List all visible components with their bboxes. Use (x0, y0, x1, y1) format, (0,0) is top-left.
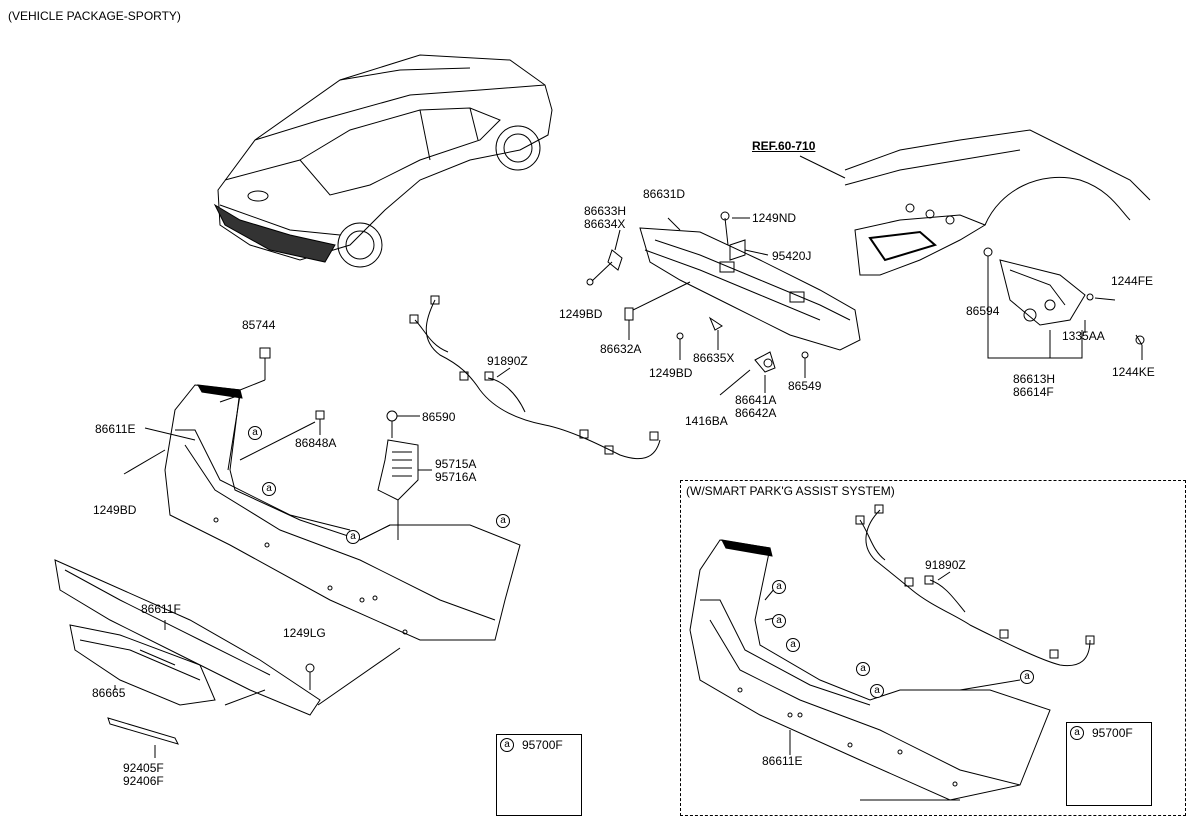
part-label: 86635X (693, 351, 735, 365)
part-label: 95716A (435, 470, 477, 484)
vehicle-package-title: (VEHICLE PACKAGE-SPORTY) (8, 9, 181, 23)
ref-label: REF.60-710 (752, 139, 816, 153)
part-label: 86594 (966, 304, 1000, 318)
part-label: 86590 (422, 410, 456, 424)
part-label: 1249LG (283, 626, 326, 640)
part-label: 86611F (141, 602, 181, 616)
part-label: 1249BD (559, 307, 603, 321)
part-label: 1244FE (1111, 274, 1154, 288)
callout-a: a (856, 662, 870, 676)
part-label: 92405F (123, 761, 164, 775)
part-label: 86633H (584, 204, 627, 218)
part-label: 86611E (762, 754, 803, 768)
lower-valance (54, 559, 401, 758)
part-label: 91890Z (925, 558, 966, 572)
part-label: 86614F (1013, 385, 1054, 399)
part-label: 86613H (1013, 372, 1056, 386)
part-label: 95715A (435, 457, 477, 471)
part-label: 86632A (600, 342, 642, 356)
part-label: 1335AA (1062, 329, 1105, 343)
part-label: 95420J (772, 249, 812, 263)
wiring-harness (409, 295, 661, 460)
part-label: 86665 (92, 686, 126, 700)
callout-a: a (772, 580, 786, 594)
option-wiring-harness (855, 504, 1095, 667)
part-label: 86631D (643, 187, 686, 201)
callout-a: a (1070, 726, 1084, 740)
part-label: 1249ND (752, 211, 797, 225)
bracket-assembly (983, 247, 1145, 360)
callout-a: a (870, 684, 884, 698)
callout-a: a (1020, 670, 1034, 684)
part-label: 86549 (788, 379, 822, 393)
sensor-bracket (377, 410, 432, 540)
part-label: 95700F (522, 738, 563, 752)
part-label: 95700F (1092, 726, 1133, 740)
part-label: 92406F (123, 774, 164, 788)
rear-bumper-cover (123, 347, 521, 641)
part-label: 1249BD (93, 503, 137, 517)
part-label: 1249BD (649, 366, 693, 380)
part-label: 86641A (735, 393, 777, 407)
smart-park-assist-box (680, 480, 1186, 816)
callout-a: a (346, 530, 360, 544)
part-label: 86611E (95, 422, 136, 436)
callout-a: a (500, 738, 514, 752)
callout-a: a (262, 482, 276, 496)
energy-absorber (586, 211, 861, 396)
part-label: 86634X (584, 217, 626, 231)
part-label: 1244KE (1112, 365, 1155, 379)
part-label: 86642A (735, 406, 777, 420)
part-label: 85744 (242, 318, 276, 332)
part-label: 86848A (295, 436, 337, 450)
callout-a: a (786, 638, 800, 652)
rear-fender-ref (799, 129, 1151, 276)
part-label: 91890Z (487, 354, 528, 368)
part-label: 1416BA (685, 414, 728, 428)
callout-a: a (248, 426, 262, 440)
callout-a: a (496, 514, 510, 528)
option-bumper-cover (689, 539, 1051, 801)
callout-a: a (772, 614, 786, 628)
smart-park-assist-title: (W/SMART PARK'G ASSIST SYSTEM) (686, 484, 895, 498)
car-illustration (213, 54, 553, 268)
